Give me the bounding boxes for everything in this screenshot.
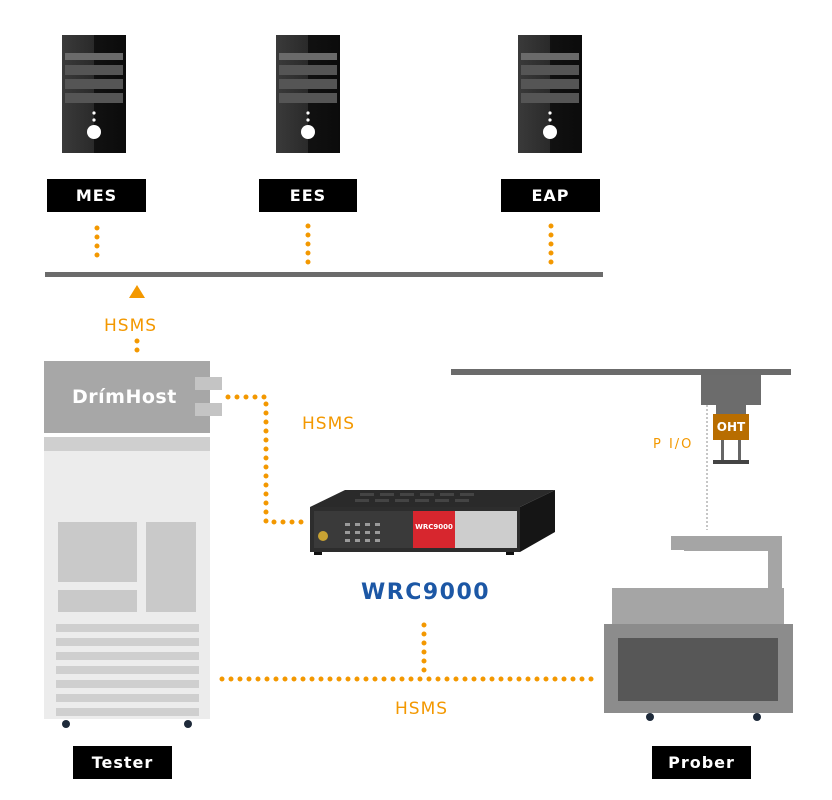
wrc9000-title: WRC9000: [361, 580, 491, 605]
uplink-arrow-icon: [129, 285, 145, 298]
oht-label: OHT: [716, 420, 746, 434]
tester-label: Tester: [73, 746, 172, 779]
host-wrc-connector: [225, 394, 308, 525]
prober-machine: [604, 536, 793, 721]
pio-label: P I/O: [653, 437, 694, 452]
wrc9000-badge: WRC9000: [415, 523, 453, 531]
server-eap-icon: [518, 35, 582, 153]
server-ees-icon: [276, 35, 340, 153]
server-bus-connectors: [94, 223, 554, 267]
server-label-ees: EES: [259, 179, 357, 212]
drimhost-logo: DrímHost: [72, 386, 177, 408]
tester-rack: [44, 361, 222, 728]
drimhost-unit: [44, 361, 210, 433]
server-label-mes: MES: [47, 179, 146, 212]
oht-vehicle: [701, 375, 761, 464]
oht-badge: [713, 414, 749, 440]
hsms-label-tester-prober: HSMS: [395, 699, 449, 719]
tester-prober-connector: [219, 622, 603, 682]
prober-label: Prober: [652, 746, 751, 779]
hsms-label-uplink: HSMS: [104, 316, 158, 336]
wrc9000-device: [310, 490, 555, 555]
server-label-eap: EAP: [501, 179, 600, 212]
server-mes-icon: [62, 35, 126, 153]
network-bus: [45, 272, 603, 277]
oht-rail: [451, 369, 791, 375]
hsms-label-wrc: HSMS: [302, 414, 356, 434]
